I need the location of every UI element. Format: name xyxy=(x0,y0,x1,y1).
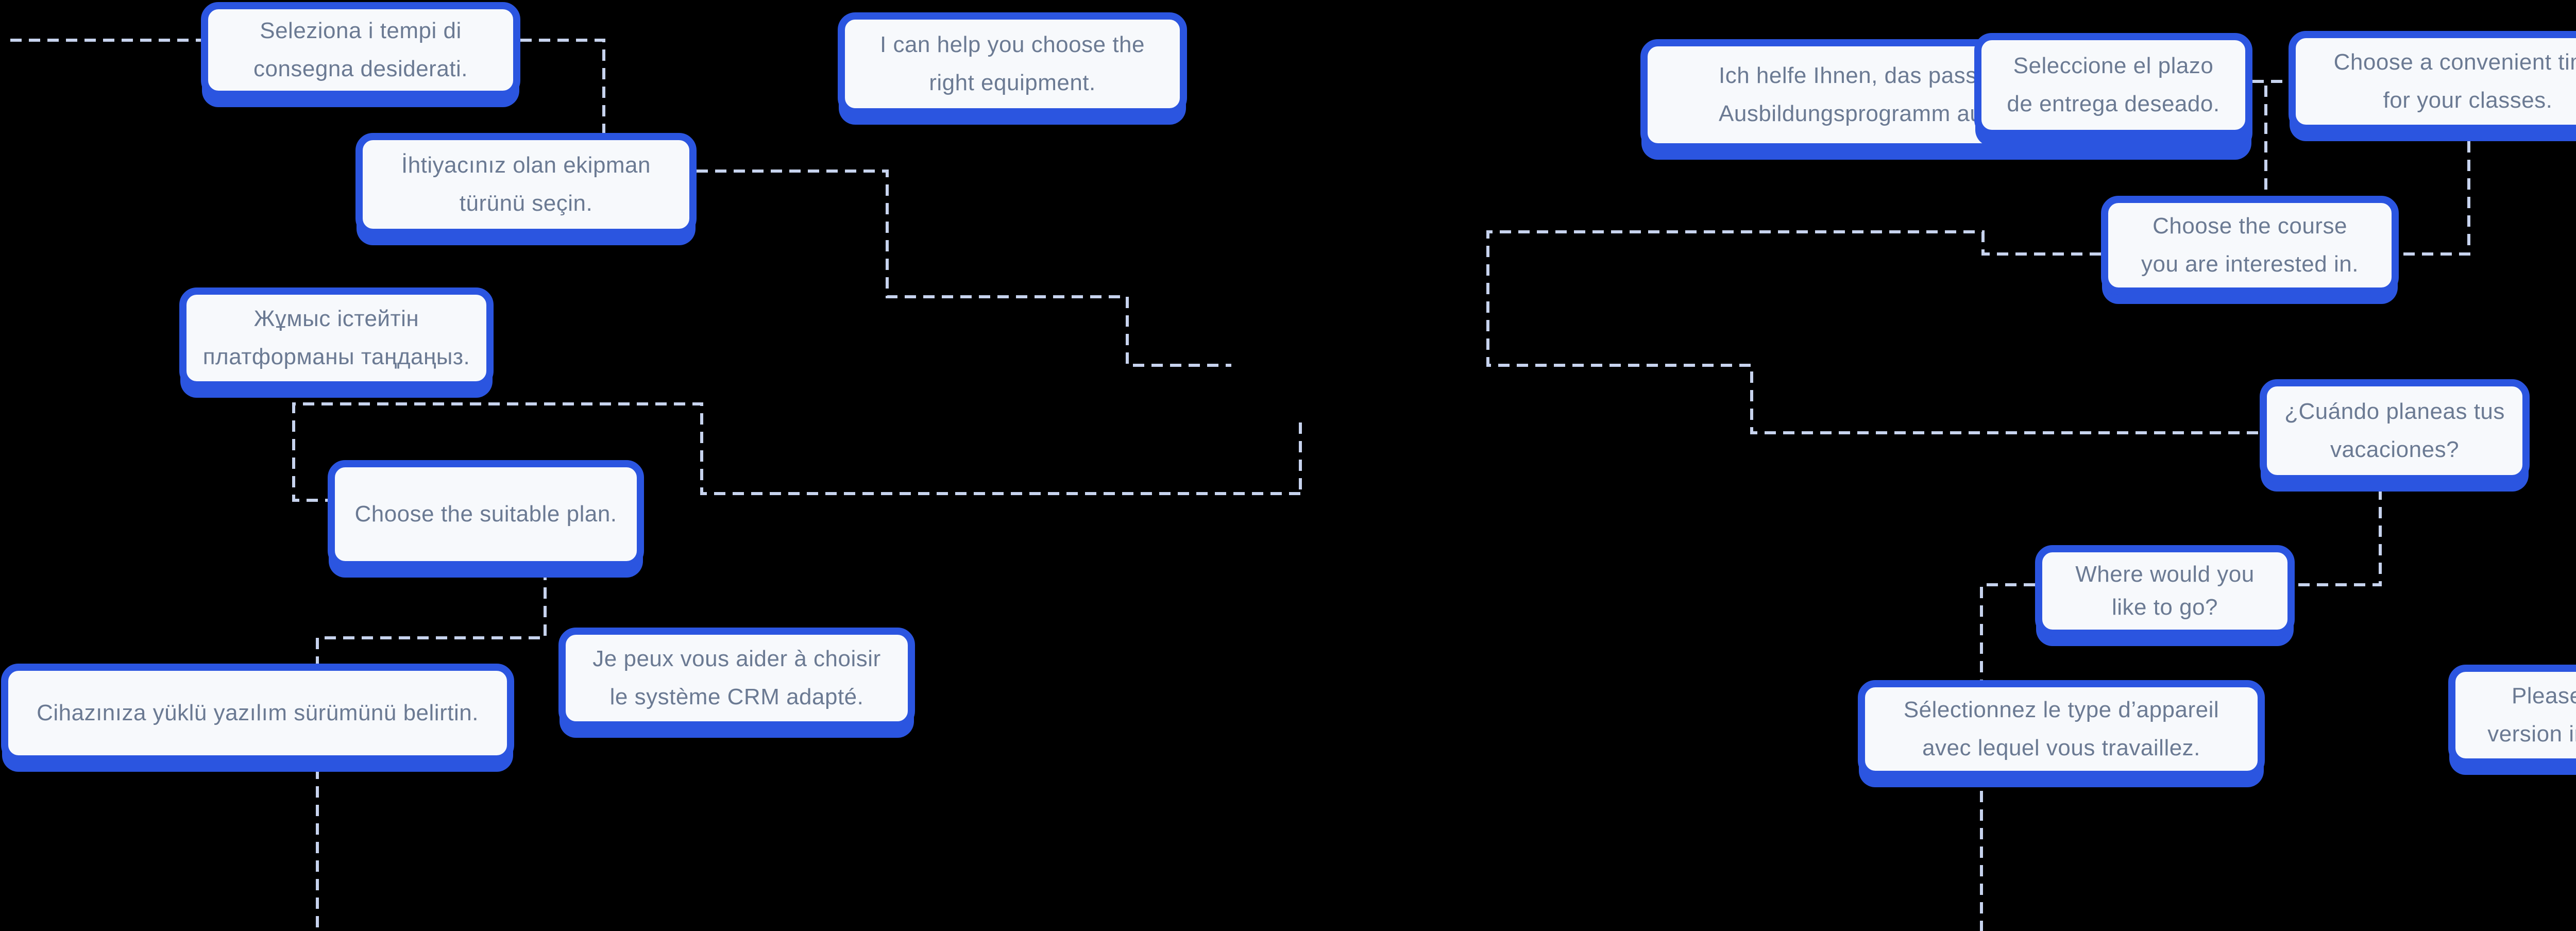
node-text: like to go? xyxy=(2111,595,2218,620)
flow-node-turkish-software[interactable]: Cihazınıza yüklü yazılım sürümünü belirt… xyxy=(1,664,514,763)
node-text: Cihazınıza yüklü yazılım sürümünü belirt… xyxy=(37,700,479,725)
node-text: платформаны таңдаңыз. xyxy=(202,344,470,369)
connector-line xyxy=(2295,488,2382,586)
node-text: version installed on your device. xyxy=(2487,721,2576,747)
node-text: Choose a convenient time xyxy=(2333,49,2576,75)
flow-node-vacaciones[interactable]: ¿Cuándo planeas tus vacaciones? xyxy=(2260,379,2530,482)
node-text: ¿Cuándo planeas tus xyxy=(2284,399,2505,424)
node-text: Choose the suitable plan. xyxy=(354,501,617,527)
connector-line xyxy=(292,402,1300,502)
connector-line xyxy=(2399,141,2470,256)
flow-node-where-go[interactable]: Where would you like to go? xyxy=(2035,545,2295,637)
connector-line xyxy=(1980,583,2035,931)
node-text: vacaciones? xyxy=(2330,437,2460,462)
node-text: Seleziona i tempi di xyxy=(260,18,462,43)
connector-line xyxy=(697,170,1231,367)
node-text: Seleccione el plazo xyxy=(2013,53,2214,78)
flow-node-french-crm[interactable]: Je peux vous aider à choisir le système … xyxy=(558,628,915,729)
flow-node-equipment-help[interactable]: I can help you choose the right equipmen… xyxy=(838,12,1187,115)
node-text: İhtiyacınız olan ekipman xyxy=(401,153,651,178)
flow-node-turkish-equipment[interactable]: İhtiyacınız olan ekipman türünü seçin. xyxy=(355,133,697,236)
node-text: le système CRM adapté. xyxy=(609,684,864,709)
node-text: Please specify the software xyxy=(2511,683,2576,708)
node-text: right equipment. xyxy=(929,70,1096,95)
node-text: de entrega deseado. xyxy=(2007,91,2220,116)
flow-node-suitable-plan[interactable]: Choose the suitable plan. xyxy=(328,460,644,568)
flow-node-course-interest[interactable]: Choose the course you are interested in. xyxy=(2101,196,2399,295)
flow-node-kazakh-platform[interactable]: Жұмыс істейтін платформаны таңдаңыз. xyxy=(179,287,494,388)
flow-node-convenient-time[interactable]: Choose a convenient time for your classe… xyxy=(2289,31,2576,132)
flow-node-spanish-delivery[interactable]: Seleccione el plazo de entrega deseado. xyxy=(1974,33,2252,137)
node-text: consegna desiderati. xyxy=(253,56,468,81)
node-text: türünü seçin. xyxy=(459,191,593,216)
flow-node-seleziona[interactable]: Seleziona i tempi di consegna desiderati… xyxy=(201,2,520,98)
connector-line xyxy=(520,39,605,133)
node-text: I can help you choose the xyxy=(880,32,1145,57)
flow-node-software-version[interactable]: Please specify the software version inst… xyxy=(2448,665,2576,766)
flow-node-french-device[interactable]: Sélectionnez le type d’appareil avec leq… xyxy=(1858,680,2265,778)
node-text: Ich helfe Ihnen, das pass xyxy=(1719,63,1977,88)
node-text: Je peux vous aider à choisir xyxy=(592,646,881,671)
node-text: avec lequel vous travaillez. xyxy=(1922,735,2200,760)
node-text: Where would you xyxy=(2075,562,2255,587)
node-text: you are interested in. xyxy=(2141,251,2359,277)
node-text: Choose the course xyxy=(2153,213,2347,239)
node-text: for your classes. xyxy=(2383,88,2553,113)
connector-line xyxy=(1486,230,2260,434)
node-text: Sélectionnez le type d’appareil xyxy=(1903,697,2219,722)
node-text: Ausbildungsprogramm ausz xyxy=(1719,101,2006,126)
node-text: Жұмыс істейтін xyxy=(253,306,419,331)
